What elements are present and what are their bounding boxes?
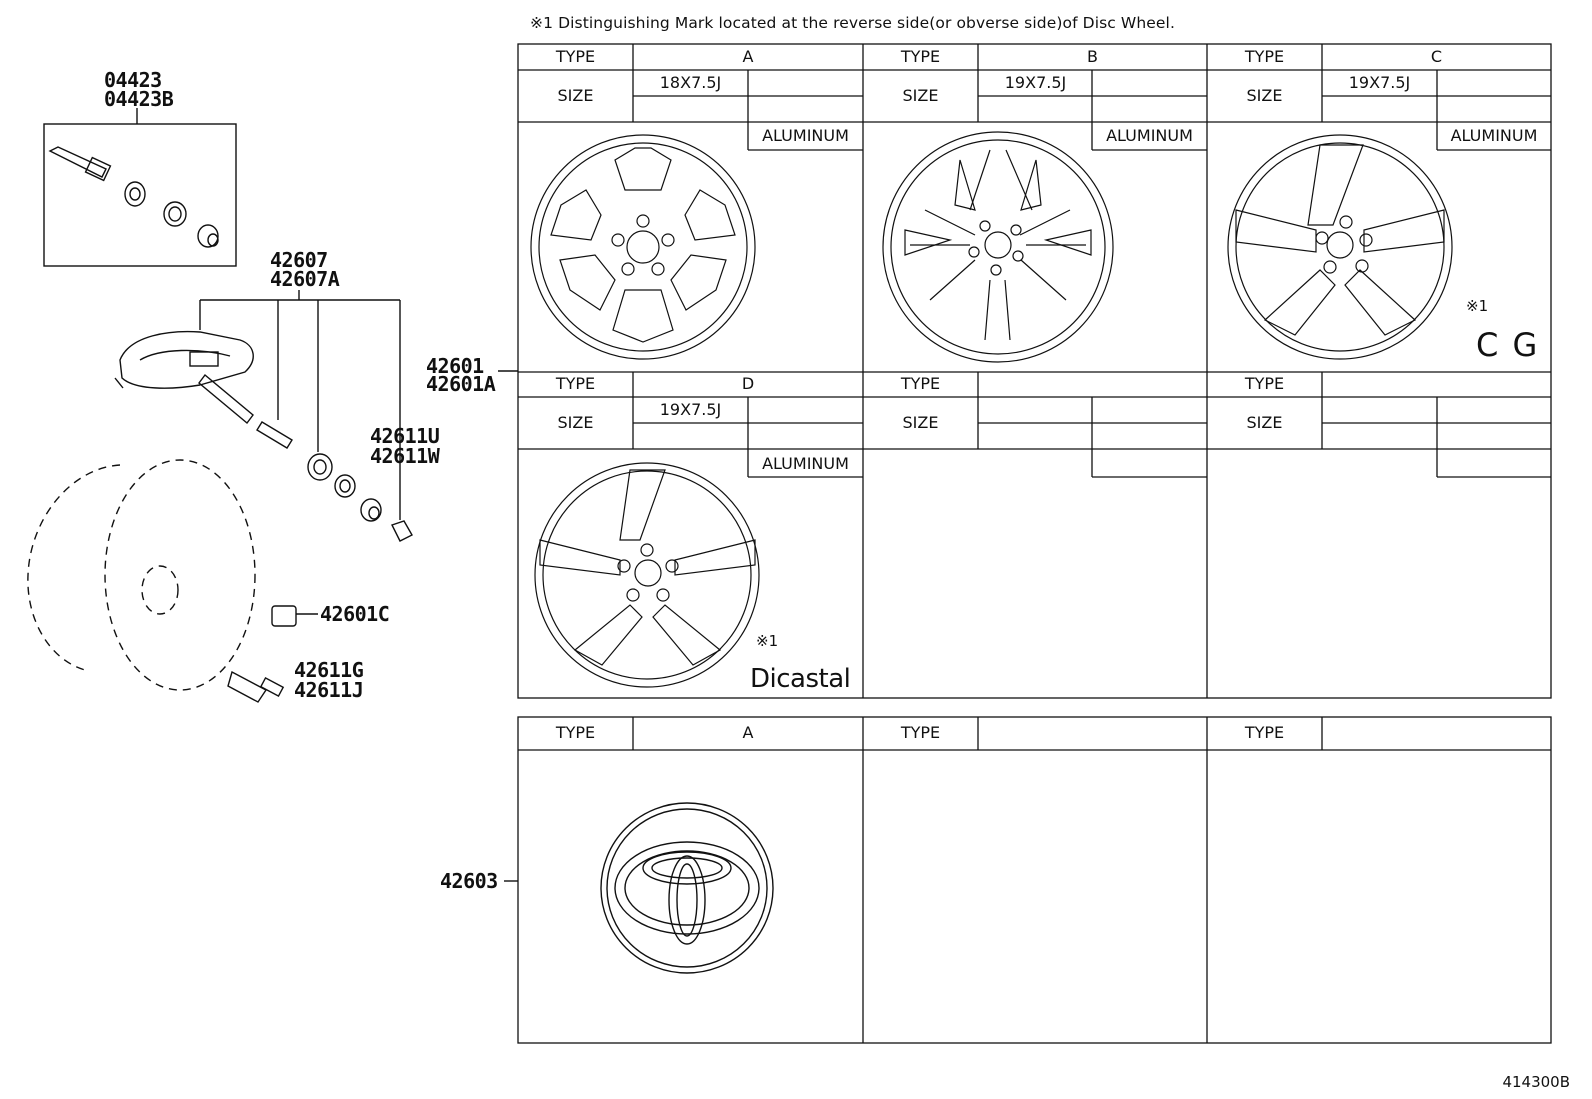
diagram-code: 414300B bbox=[1502, 1073, 1570, 1091]
wheel-c-type: C bbox=[1430, 47, 1443, 66]
cap-a-type: A bbox=[742, 723, 754, 742]
wheel-outline bbox=[27, 459, 256, 691]
type-label: TYPE bbox=[555, 47, 596, 66]
grommet-part bbox=[124, 181, 219, 248]
size-label: SIZE bbox=[902, 86, 939, 105]
wheel-d-mark: Dicastal bbox=[750, 664, 851, 694]
wheel-b-size: 19X7.5J bbox=[1004, 73, 1067, 92]
wheel-c-drawing bbox=[1227, 134, 1453, 360]
lug-nut-part bbox=[271, 605, 318, 627]
valve-kit-box bbox=[43, 123, 237, 267]
part-number-42601c[interactable]: 42601C bbox=[320, 602, 390, 626]
type-label: TYPE bbox=[1244, 47, 1285, 66]
cap-table bbox=[517, 716, 1552, 1044]
wheel-c-material: ALUMINUM bbox=[1450, 126, 1538, 145]
wheel-c-mark-ref: ※1 bbox=[1466, 297, 1489, 315]
toyota-emblem-drawing bbox=[600, 802, 774, 974]
part-number-04423[interactable]: 04423 bbox=[104, 68, 162, 92]
wheel-d-size: 19X7.5J bbox=[659, 400, 722, 419]
type-label: TYPE bbox=[900, 374, 941, 393]
wheel-a-material: ALUMINUM bbox=[762, 126, 849, 145]
type-label: TYPE bbox=[1244, 723, 1285, 742]
type-label: TYPE bbox=[555, 723, 596, 742]
wheel-b-material: ALUMINUM bbox=[1106, 126, 1193, 145]
valve-core-part bbox=[48, 146, 112, 182]
size-label: SIZE bbox=[557, 413, 594, 432]
wheel-c-mark: C G bbox=[1476, 326, 1540, 364]
part-number-42611u[interactable]: 42611U bbox=[370, 424, 440, 448]
wheel-d-drawing bbox=[534, 462, 760, 688]
part-number-04423b[interactable]: 04423B bbox=[104, 87, 174, 111]
distinguishing-mark-note: ※1 Distinguishing Mark located at the re… bbox=[530, 14, 1175, 32]
wheel-b-drawing bbox=[882, 131, 1114, 363]
type-label: TYPE bbox=[555, 374, 596, 393]
size-label: SIZE bbox=[902, 413, 939, 432]
part-number-42611w[interactable]: 42611W bbox=[370, 444, 440, 468]
type-label: TYPE bbox=[900, 47, 941, 66]
part-number-42611g[interactable]: 42611G bbox=[294, 658, 364, 682]
part-number-42607[interactable]: 42607 bbox=[270, 248, 328, 272]
wheel-a-size: 18X7.5J bbox=[659, 73, 722, 92]
part-number-42611j[interactable]: 42611J bbox=[294, 678, 364, 702]
part-number-42601[interactable]: 42601 bbox=[426, 354, 484, 378]
wheel-d-mark-ref: ※1 bbox=[756, 632, 779, 650]
size-label: SIZE bbox=[1246, 86, 1283, 105]
wheel-b-type: B bbox=[1087, 47, 1098, 66]
wheel-d-material: ALUMINUM bbox=[762, 454, 849, 473]
size-label: SIZE bbox=[557, 86, 594, 105]
valve-stem-parts bbox=[256, 421, 413, 542]
part-number-42607a[interactable]: 42607A bbox=[270, 267, 340, 291]
part-number-42601a[interactable]: 42601A bbox=[426, 372, 496, 396]
wheel-a-drawing bbox=[530, 134, 756, 360]
wheel-c-size: 19X7.5J bbox=[1348, 73, 1411, 92]
wheel-table bbox=[517, 43, 1552, 699]
part-number-42603[interactable]: 42603 bbox=[440, 869, 498, 893]
type-label: TYPE bbox=[1244, 374, 1285, 393]
wheel-d-type: D bbox=[741, 374, 755, 393]
size-label: SIZE bbox=[1246, 413, 1283, 432]
wheel-a-type: A bbox=[742, 47, 754, 66]
valve-part bbox=[227, 670, 285, 703]
type-label: TYPE bbox=[900, 723, 941, 742]
tpms-sensor-part bbox=[114, 330, 254, 425]
